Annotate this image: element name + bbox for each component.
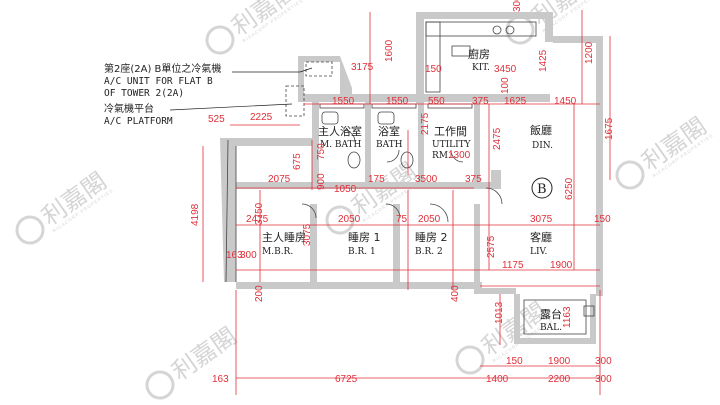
dim-label: 2050: [418, 214, 441, 225]
flat-marker-icon: [531, 177, 553, 199]
watermarks: 利嘉閣 RICACORP PROPERTIES 利嘉閣 RICACORP PRO…: [15, 0, 714, 400]
room-labels: 廚房 KIT. 飯廳 DIN. 客廳 LIV. 主人浴室 M. BATH 浴室 …: [262, 47, 562, 333]
balcony-label-en: BAL.: [540, 323, 562, 333]
dim-label: 3075: [302, 223, 313, 246]
dim-label: 1175: [502, 260, 524, 271]
master-bath-label-en: M. BATH: [320, 140, 362, 150]
dim-label: 375: [465, 174, 482, 185]
bedroom1-label-cn: 睡房 1: [348, 231, 381, 244]
dim-label: 3450: [494, 64, 517, 75]
dim-label: 675: [292, 153, 303, 170]
dim-label: 300: [512, 0, 523, 12]
dim-label: 550: [428, 96, 445, 107]
dim-label: 100: [500, 77, 511, 94]
watermark-logo-icon: [615, 160, 645, 190]
dining-label-cn: 飯廳: [530, 123, 552, 137]
dim-label: 2475: [246, 214, 269, 225]
dining-label-en: DIN.: [532, 141, 553, 151]
dim-label: 1050: [334, 184, 357, 195]
dim-label: 1013: [494, 301, 505, 324]
dim-label: 150: [506, 356, 523, 367]
dim-label: 200: [254, 285, 265, 302]
dimension-labels: 1550 1550 550 3175 1600 150 3450 1200 30…: [190, 0, 615, 385]
master-bath-label-cn: 主人浴室: [318, 124, 362, 138]
master-bedroom-label-cn: 主人睡房: [262, 231, 306, 244]
dim-label: 3175: [351, 62, 374, 73]
watermark-logo-icon: [15, 215, 45, 245]
dim-label: 2050: [338, 214, 361, 225]
dim-label: 2175: [420, 112, 431, 135]
dimension-lines: [202, 10, 611, 395]
dim-label: 4198: [190, 203, 201, 226]
dim-label: 300: [595, 374, 612, 385]
ac-unit-note-en1: A/C UNIT FOR FLAT B: [104, 76, 213, 87]
watermark-logo-icon: [145, 370, 175, 400]
notes: 第2座(2A) B單位之冷氣機 A/C UNIT FOR FLAT B OF T…: [104, 62, 313, 127]
dim-label: 6250: [564, 177, 575, 200]
dim-label: 1900: [548, 356, 571, 367]
ac-platform-note-cn: 冷氣機平台: [104, 102, 154, 115]
dim-label: 525: [208, 114, 225, 125]
dim-label: 163: [212, 374, 229, 385]
dim-label: 1450: [554, 96, 577, 107]
dim-label: 750: [316, 143, 327, 160]
dim-label: 1600: [384, 39, 395, 62]
dim-label: 3500: [415, 174, 438, 185]
watermark-logo-icon: [505, 15, 535, 45]
dim-label: 175: [368, 174, 385, 185]
dim-label: 1625: [504, 96, 527, 107]
dim-label: 1163: [562, 306, 573, 328]
dim-label: 1550: [332, 96, 355, 107]
dim-label: 1675: [604, 117, 615, 140]
kitchen-label-cn: 廚房: [468, 47, 490, 61]
dim-label: 375: [472, 96, 489, 107]
dim-label: 2075: [268, 174, 291, 185]
watermark-logo-icon: [455, 345, 485, 375]
dim-label: 75: [396, 214, 408, 225]
kitchen-label-en: KIT.: [472, 63, 490, 73]
dim-label: 1400: [486, 374, 509, 385]
dim-label: 6725: [335, 374, 358, 385]
living-label-en: LIV.: [530, 247, 547, 257]
dim-label: 1550: [386, 96, 409, 107]
watermark-logo-icon: [325, 205, 355, 235]
utility-label-en2: RM.: [432, 151, 451, 161]
dim-label: 2200: [548, 374, 571, 385]
bath-label-cn: 浴室: [378, 124, 400, 138]
dim-label: 1900: [550, 260, 573, 271]
ac-unit-note-cn: 第2座(2A) B單位之冷氣機: [104, 62, 221, 75]
dim-label: 1425: [538, 49, 549, 72]
dim-label: 1200: [584, 41, 595, 64]
dim-label: 150: [425, 64, 442, 75]
dim-label: 400: [450, 285, 461, 302]
balcony-label-cn: 露台: [540, 307, 562, 321]
dim-label: 3750: [254, 202, 265, 225]
watermark-logo-icon: [205, 25, 235, 55]
bedroom1-label-en: B.R. 1: [348, 247, 376, 257]
utility-label-en: UTILITY: [432, 140, 472, 150]
dim-label: 2225: [250, 112, 273, 123]
watermark-text: 利嘉閣: [167, 322, 242, 386]
utility-label-cn: 工作間: [434, 125, 467, 138]
dim-label: 2575: [486, 235, 497, 258]
dim-label: 163: [226, 250, 243, 261]
ac-unit-note-en2: OF TOWER 2(2A): [104, 88, 184, 99]
walls: [220, 12, 603, 344]
living-label-cn: 客廳: [530, 230, 552, 244]
dim-label: 1300: [448, 150, 471, 161]
bedroom2-label-cn: 睡房 2: [415, 231, 448, 244]
dim-label: 300: [240, 250, 257, 261]
dim-label: 2475: [492, 127, 503, 150]
master-bedroom-label-en: M.B.R.: [262, 247, 293, 257]
dim-label: 3075: [530, 214, 553, 225]
bath-label-en: BATH: [376, 140, 403, 150]
flat-label: B: [537, 182, 547, 197]
dim-label: 900: [316, 173, 327, 190]
dim-label: 300: [595, 356, 612, 367]
dim-label: 150: [594, 214, 611, 225]
ac-platform-note-en: A/C PLATFORM: [104, 116, 173, 127]
bedroom2-label-en: B.R. 2: [415, 247, 443, 257]
